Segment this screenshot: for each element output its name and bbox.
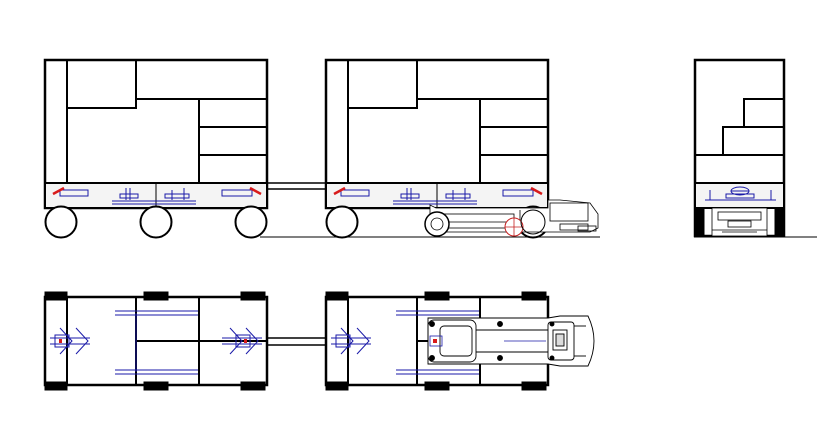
side-trailer-1 — [43, 58, 269, 239]
side-drawbar — [267, 182, 326, 190]
top-tug-vehicle — [427, 315, 595, 367]
side-tug-vehicle — [424, 199, 599, 237]
end-view-trailer — [693, 58, 786, 238]
top-drawbar — [267, 337, 326, 346]
top-trailer-1 — [43, 291, 269, 391]
